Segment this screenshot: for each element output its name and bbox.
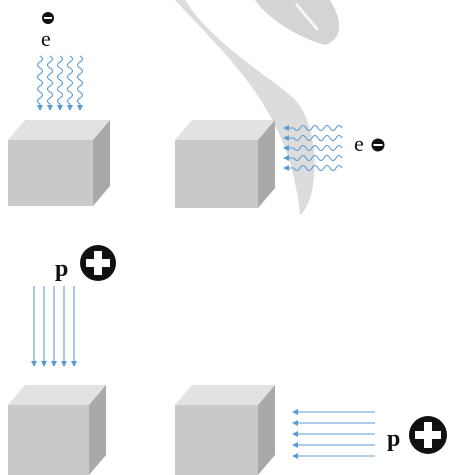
panel-electron-side: e <box>175 120 385 208</box>
panel-proton-top: p <box>8 245 116 475</box>
particle-symbol: e <box>41 26 51 51</box>
wavy-arrow <box>66 55 74 111</box>
wavy-arrow <box>283 154 343 162</box>
target-cube <box>175 385 275 475</box>
wavy-arrow <box>283 124 343 132</box>
wavy-arrow <box>283 164 343 172</box>
proton-label: p <box>55 245 116 282</box>
target-cube <box>8 385 106 475</box>
electron-beam <box>36 55 84 111</box>
particle-symbol: e <box>354 131 364 156</box>
wavy-arrow <box>283 134 343 142</box>
electron-label: e <box>354 131 385 156</box>
panel-proton-side: p <box>175 385 447 475</box>
wavy-arrow <box>46 55 54 111</box>
wavy-arrow <box>76 55 84 111</box>
particle-symbol: p <box>387 426 400 452</box>
wavy-arrow <box>56 55 64 111</box>
target-cube <box>175 120 275 208</box>
wavy-arrow <box>283 144 343 152</box>
proton-beam <box>31 286 77 367</box>
particle-symbol: p <box>55 256 68 282</box>
panel-electron-top: e <box>8 12 110 206</box>
proton-beam <box>292 409 375 459</box>
electron-label: e <box>41 12 54 51</box>
watermark-swoosh <box>175 0 340 215</box>
target-cube <box>8 120 110 206</box>
electron-beam <box>283 124 343 172</box>
wavy-arrow <box>36 55 44 111</box>
proton-label: p <box>387 416 447 454</box>
